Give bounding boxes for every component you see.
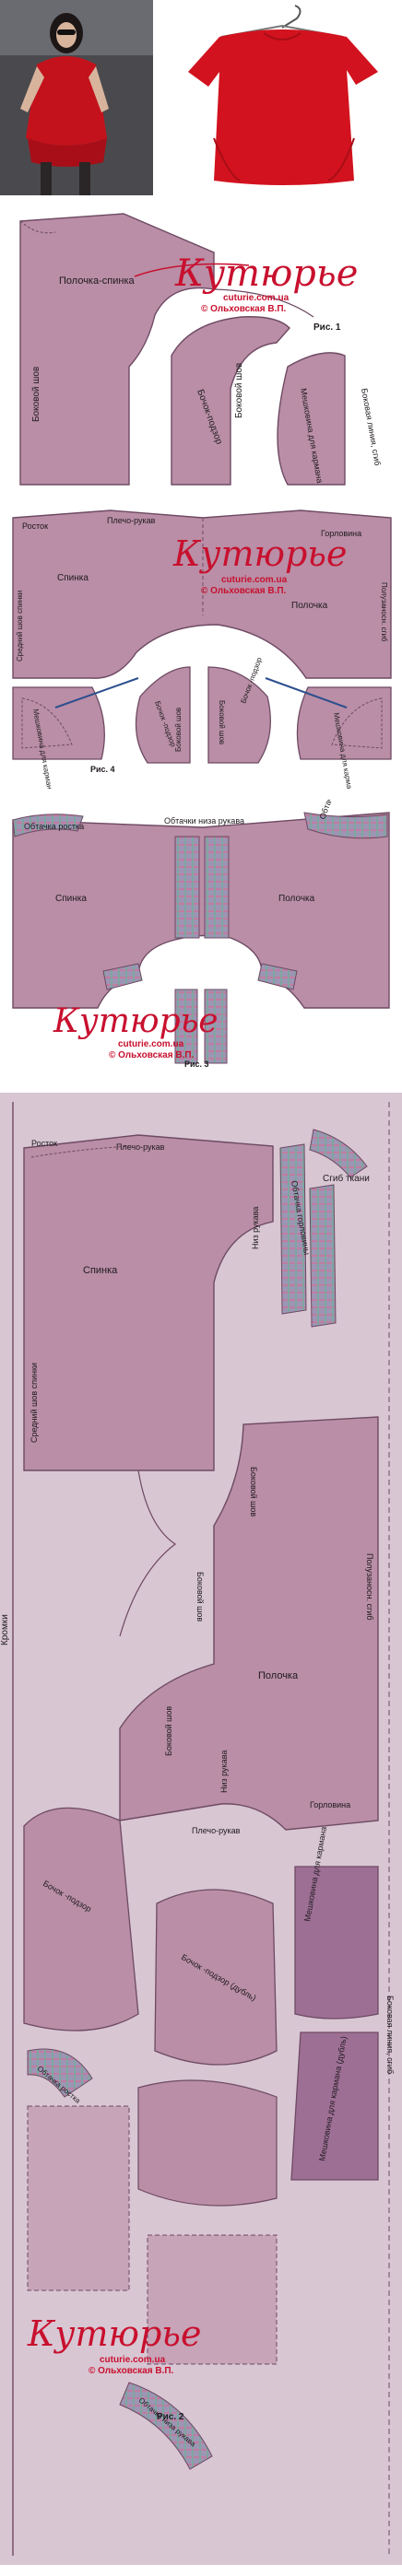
photo-strip bbox=[0, 0, 402, 195]
piece-back-front bbox=[12, 509, 392, 679]
label-horlovina: Горловина bbox=[310, 1800, 350, 1809]
piece-pocket-left bbox=[12, 686, 105, 760]
facing-sleeve-bottom-lower bbox=[119, 2382, 213, 2470]
figure-4-caption: Рис. 4 bbox=[90, 765, 115, 774]
figure-1-pattern: Полочка-спинка Боковой шов Бочок-подзор … bbox=[0, 208, 402, 494]
needle-arrow-right-icon bbox=[265, 677, 348, 708]
label-side-seam-a: Боковой шов bbox=[249, 1467, 258, 1516]
label-side-fold: Полузаносн. сгиб bbox=[365, 1553, 374, 1621]
watermark-fig2: Кутюрье cuturie.com.ua © Ольховская В.П. bbox=[27, 2313, 201, 2376]
facing-rostok bbox=[12, 814, 84, 837]
svg-text:Кутюрье: Кутюрье bbox=[27, 2313, 201, 2354]
watermark-fig4: Кутюрье cuturie.com.ua © Ольховская В.П. bbox=[172, 533, 347, 596]
label-side-seam-b: Боковой шов bbox=[195, 1572, 205, 1622]
svg-text:Кутюрье: Кутюрье bbox=[172, 533, 347, 574]
svg-text:Кутюрье: Кутюрье bbox=[174, 252, 358, 295]
label-rostok: Росток bbox=[31, 1139, 57, 1148]
label-side-line: Боковая линия, сгиб bbox=[385, 1996, 395, 2074]
photo-model bbox=[20, 13, 109, 195]
piece-pocket-double bbox=[290, 2032, 379, 2181]
piece-gusset-double bbox=[154, 1889, 278, 2066]
label-horlovina: Горловина bbox=[321, 529, 361, 538]
label-center-back-seam: Средний шов спинки bbox=[30, 1363, 39, 1443]
svg-text:cuturie.com.ua: cuturie.com.ua bbox=[100, 2355, 166, 2365]
label-front-back: Полочка-спинка bbox=[59, 275, 135, 287]
svg-text:© Ольховская В.П.: © Ольховская В.П. bbox=[109, 1050, 195, 1060]
piece-front bbox=[119, 1416, 379, 1831]
piece-gusset bbox=[23, 1807, 139, 2032]
label-front: Полочка bbox=[278, 894, 315, 904]
label-side-seam-b: Боковой шов bbox=[234, 363, 244, 418]
needle-arrow-left-icon bbox=[54, 677, 139, 708]
label-shoulder-sleeve: Плечо-рукав bbox=[192, 1826, 241, 1835]
facing-neck bbox=[303, 812, 388, 839]
label-back: Спинка bbox=[57, 573, 89, 583]
label-back: Спинка bbox=[83, 1265, 118, 1276]
figure-1-caption: Рис. 1 bbox=[313, 322, 341, 333]
photo-dress-on-hanger bbox=[188, 5, 378, 185]
svg-text:© Ольховская В.П.: © Ольховская В.П. bbox=[89, 2366, 174, 2376]
label-fold-fabric: Сгиб ткани bbox=[323, 1173, 370, 1184]
facing-sleeve-bottom-a bbox=[174, 836, 200, 939]
figure-3-caption: Рис. 3 bbox=[184, 1060, 209, 1069]
label-facing-sleeve-bottom: Обтачки низа рукава bbox=[164, 816, 244, 825]
label-sleeve-bottom-top: Низ рукава bbox=[251, 1207, 260, 1249]
svg-text:© Ольховская В.П.: © Ольховская В.П. bbox=[201, 586, 287, 596]
facing-rostok-bottom bbox=[27, 2048, 93, 2098]
piece-pocket bbox=[294, 1866, 379, 2020]
watermark-fig1: Кутюрье cuturie.com.ua © Ольховская В.П. bbox=[134, 252, 358, 314]
svg-text:cuturie.com.ua: cuturie.com.ua bbox=[221, 575, 288, 585]
label-kromki: Кромки bbox=[0, 1614, 10, 1645]
label-front: Полочка bbox=[291, 601, 328, 611]
figure-4-pattern: Росток Плечо-рукав Горловина Спинка Поло… bbox=[0, 505, 402, 789]
facing-sleeve-strip bbox=[279, 1143, 307, 1315]
piece-gusset-left bbox=[135, 666, 191, 764]
facing-lower-a bbox=[174, 989, 198, 1064]
label-sleeve-bottom: Низ рукава bbox=[219, 1751, 229, 1793]
label-shoulder-sleeve: Плечо-рукав bbox=[107, 516, 156, 525]
piece-front-back bbox=[19, 213, 215, 486]
facing-sleeve-bottom-b bbox=[204, 836, 230, 939]
label-side-seam-right: Боковой шов bbox=[218, 700, 226, 744]
label-side-fold: Полузаносн. сгиб bbox=[380, 582, 388, 642]
label-facing-rostok: Обтачка ростка bbox=[24, 822, 84, 831]
piece-pocket bbox=[277, 352, 346, 486]
svg-text:cuturie.com.ua: cuturie.com.ua bbox=[223, 293, 290, 303]
label-side-seam-left: Боковой шов bbox=[174, 708, 183, 752]
figure-3-pattern: Обтачка ростка Обтачки низа рукава Обтач… bbox=[0, 800, 402, 1076]
label-rostok: Росток bbox=[22, 521, 48, 531]
label-side-seam-a: Боковой шов bbox=[31, 367, 41, 422]
label-front: Полочка bbox=[258, 1670, 299, 1681]
piece-side-gusset bbox=[171, 316, 290, 486]
svg-text:cuturie.com.ua: cuturie.com.ua bbox=[118, 1039, 184, 1049]
facing-neck-top bbox=[309, 1129, 368, 1178]
figure-2-layout: Росток Плечо-рукав Сгиб ткани Спинка Низ… bbox=[0, 1093, 402, 2565]
piece-back bbox=[23, 1134, 274, 1471]
piece-gusset-right bbox=[207, 666, 271, 764]
svg-text:© Ольховская В.П.: © Ольховская В.П. bbox=[201, 304, 287, 314]
label-back: Спинка bbox=[55, 894, 87, 904]
figure-2-caption: Рис. 2 bbox=[157, 2412, 184, 2422]
facing-lower-b bbox=[204, 989, 228, 1064]
label-shoulder-sleeve-top: Плечо-рукав bbox=[116, 1142, 165, 1152]
svg-text:Кутюрье: Кутюрье bbox=[53, 1002, 219, 1040]
watermark-fig3: Кутюрье cuturie.com.ua © Ольховская В.П. bbox=[53, 1002, 219, 1060]
label-center-back-seam: Средний шов спинки bbox=[16, 591, 24, 662]
piece-pocket-right bbox=[296, 686, 392, 760]
label-side-seam-c: Боковой шов bbox=[164, 1706, 173, 1756]
